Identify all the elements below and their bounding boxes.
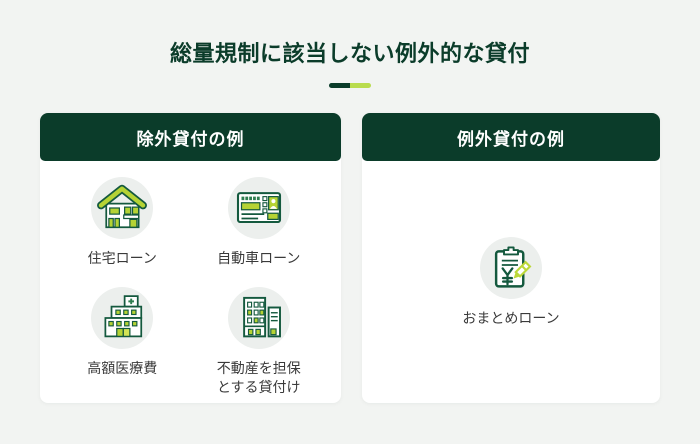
excluded-loans-header: 除外貸付の例 <box>40 113 341 161</box>
drivers-license-icon <box>236 192 281 224</box>
loan-item-medical: 高額医療費 <box>54 287 191 403</box>
exception-loans-card: 例外貸付の例 <box>362 113 660 403</box>
loan-item-real-estate: 不動産を担保 とする貸付け <box>191 287 328 403</box>
office-buildings-icon <box>242 296 281 338</box>
excluded-loans-card: 除外貸付の例 <box>40 113 341 403</box>
icon-circle <box>227 287 290 350</box>
icon-circle <box>91 287 154 350</box>
exception-loans-body: おまとめローン <box>362 161 660 403</box>
loan-item-consolidation: おまとめローン <box>462 236 560 328</box>
icon-circle <box>91 177 154 239</box>
excluded-loans-body: 住宅ローン <box>40 161 341 403</box>
loan-item-label: 高額医療費 <box>87 360 158 377</box>
hospital-icon <box>104 295 143 338</box>
exception-loans-header: 例外貸付の例 <box>362 113 660 161</box>
loan-item-label: 住宅ローン <box>87 250 157 266</box>
clipboard-yen-icon <box>494 246 532 288</box>
icon-circle <box>227 177 290 239</box>
icon-circle <box>480 236 542 299</box>
divider-dark-segment <box>329 83 350 88</box>
loan-item-car: 自動車ローン <box>191 177 328 274</box>
divider-light-segment <box>350 83 371 88</box>
loan-item-label: おまとめローン <box>462 309 560 326</box>
loan-item-label: 不動産を担保 とする貸付け <box>216 360 301 395</box>
loan-item-housing: 住宅ローン <box>54 177 191 274</box>
page-title: 総量規制に該当しない例外的な貸付 <box>169 41 530 66</box>
house-icon <box>97 184 148 229</box>
title-divider <box>0 83 700 88</box>
cards-row: 除外貸付の例 <box>40 113 660 403</box>
loan-item-label: 自動車ローン <box>217 250 301 266</box>
